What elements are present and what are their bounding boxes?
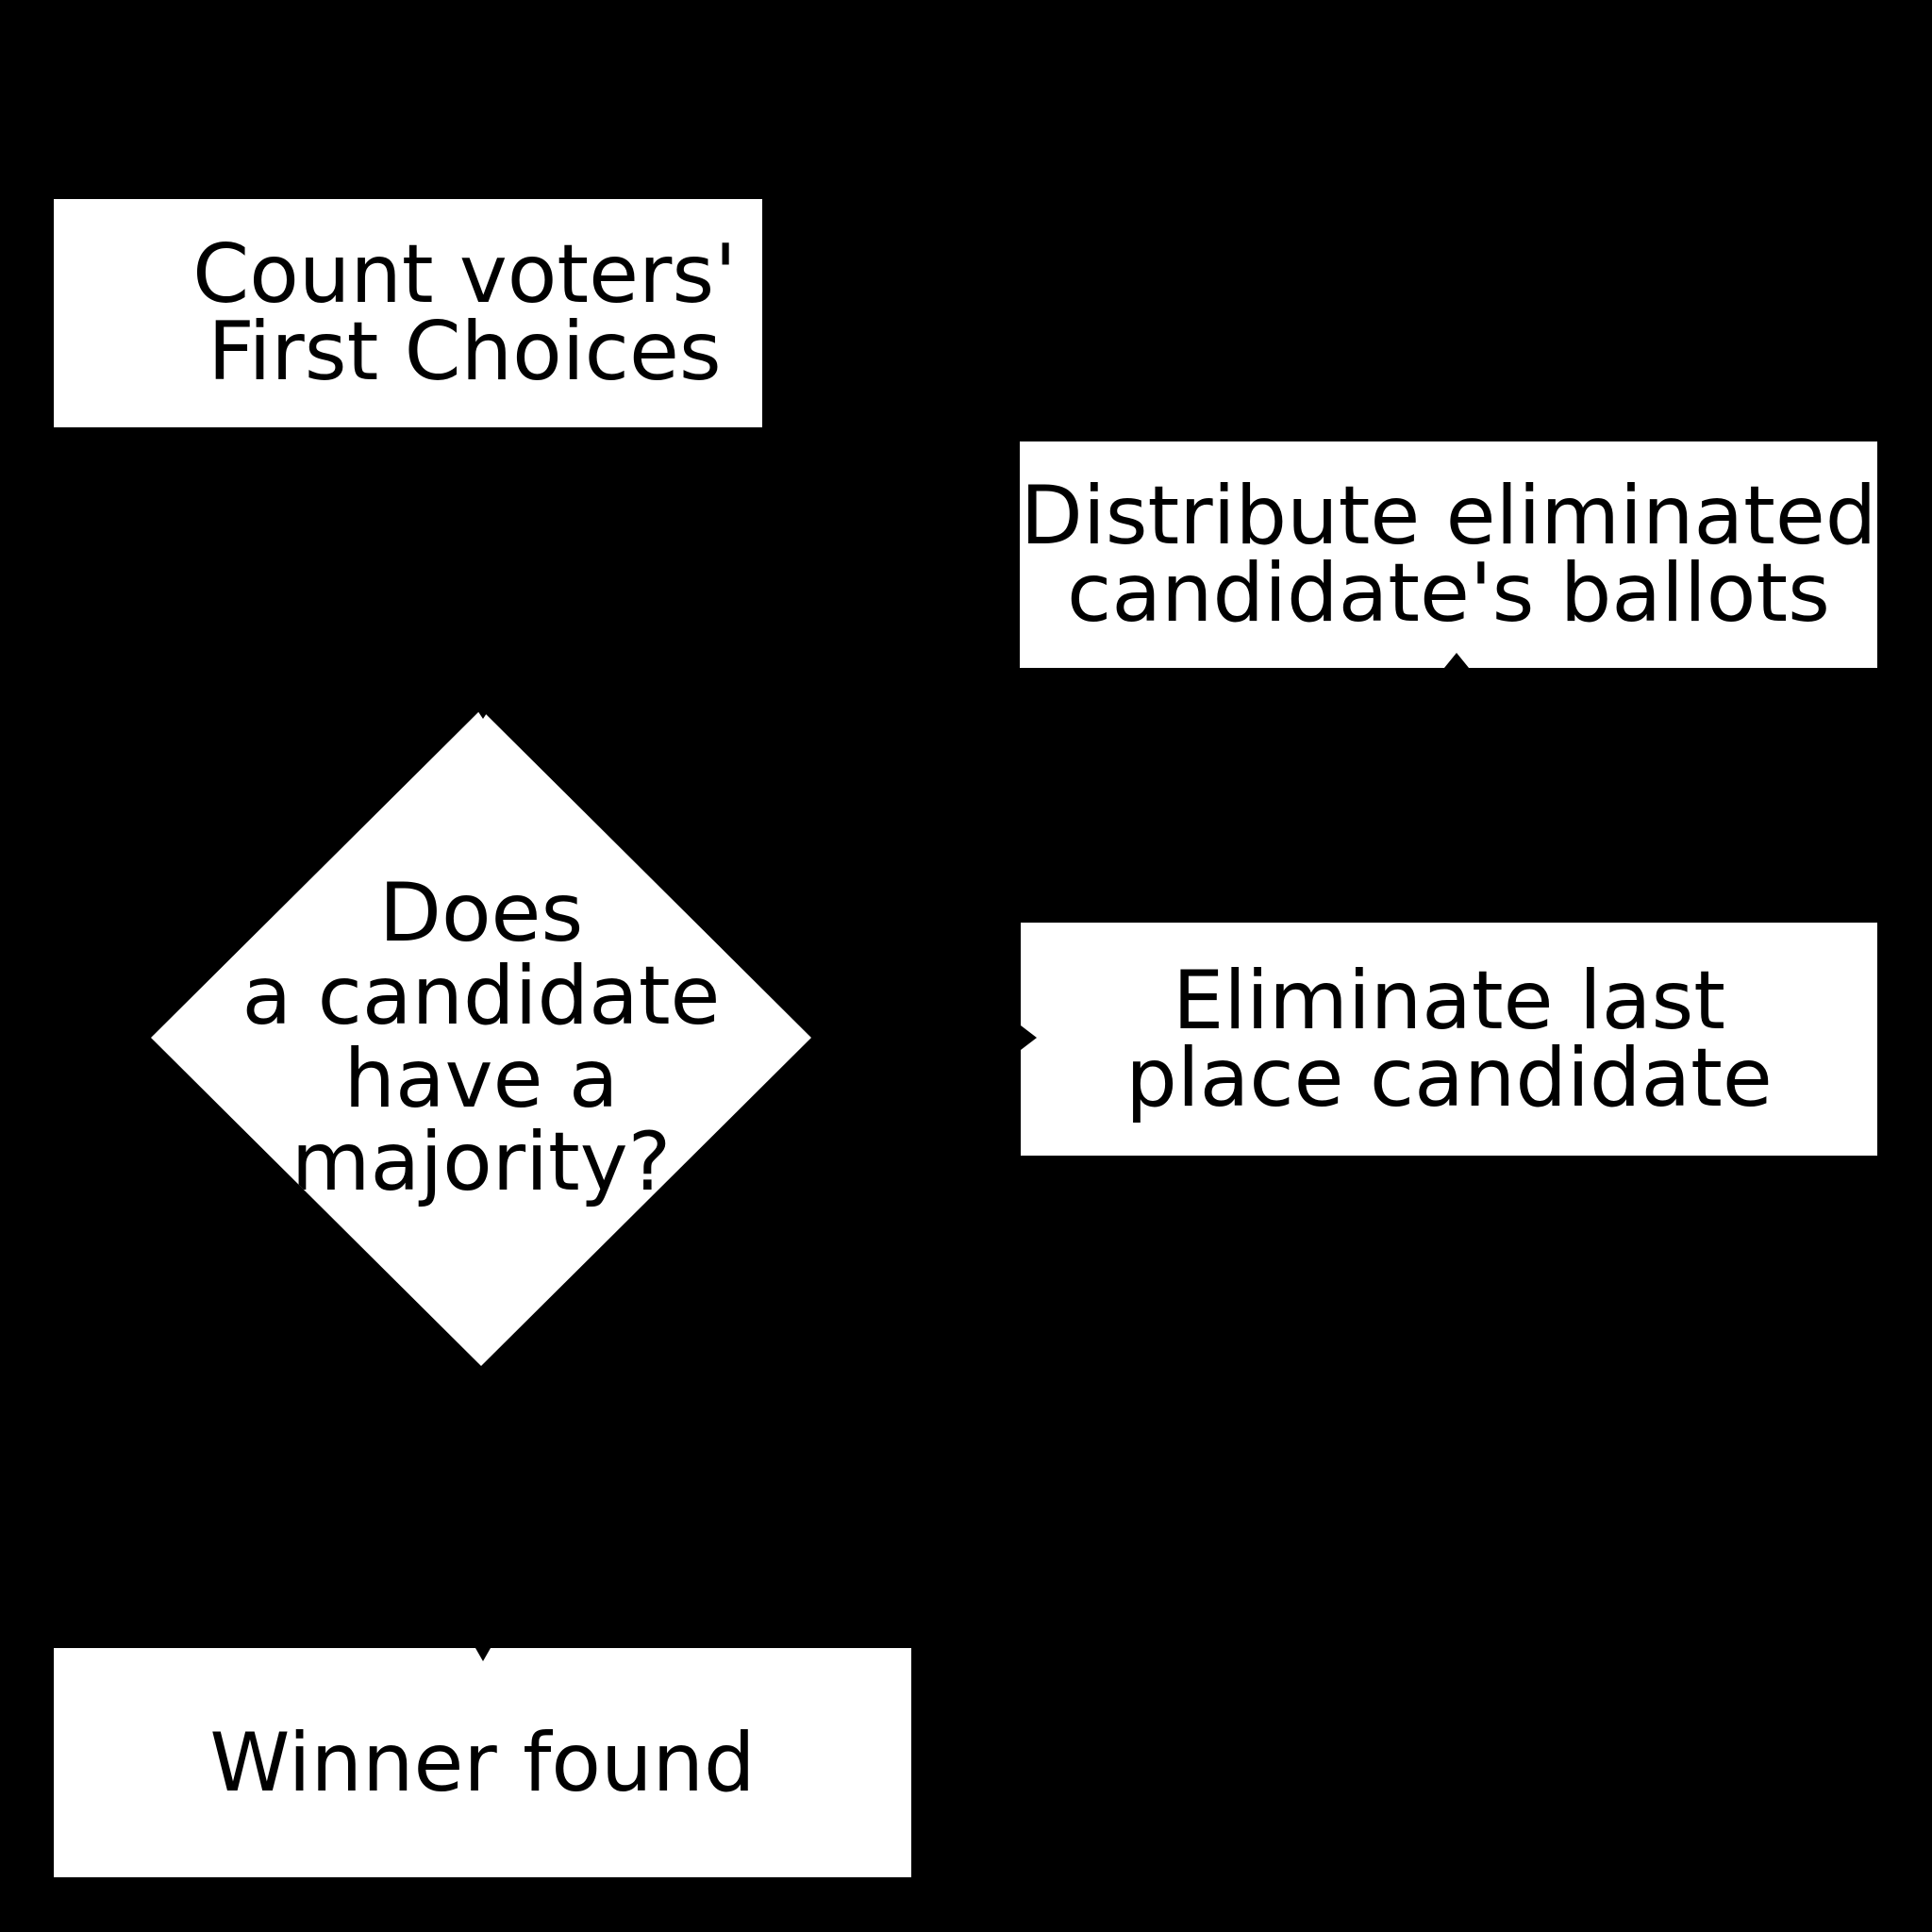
node-winner-found: Winner found [54, 1648, 911, 1877]
node-count-first-choices: Count voters' First Choices [54, 199, 762, 427]
edge-eliminate-to-distribute [1456, 668, 1459, 923]
node-winner-label: Winner found [209, 1715, 756, 1810]
node-majority-label-line3: have a [343, 1032, 619, 1126]
node-eliminate-label-line2: place candidate [1125, 1030, 1773, 1125]
node-majority-decision-diamond: Does a candidate have a majority? [151, 709, 811, 1366]
node-majority-label-line1: Does [378, 866, 584, 960]
node-eliminate-last-place: Eliminate last place candidate [1021, 923, 1877, 1156]
node-eliminate-label-line1: Eliminate last [1172, 953, 1726, 1048]
node-majority-label-line2: a candidate [242, 949, 721, 1043]
node-count-label: Count voters' First Choices [192, 227, 737, 399]
edge-distribute-to-majority-horizontal [479, 553, 1020, 557]
edge-majority-to-winner [479, 1366, 483, 1648]
edge-distribute-to-majority-vertical [479, 553, 483, 709]
node-distribute-label-line2: candidate's ballots [1067, 546, 1830, 641]
node-winner-label-line1: Winner found [209, 1715, 756, 1810]
node-majority-label: Does a candidate have a majority? [242, 872, 721, 1204]
node-distribute-label: Distribute eliminated candidate's ballot… [1020, 469, 1877, 641]
node-distribute-label-line1: Distribute eliminated [1020, 469, 1877, 563]
node-count-label-line2: First Choices [208, 305, 722, 399]
node-count-label-line1: Count voters' [192, 227, 737, 322]
node-distribute-ballots: Distribute eliminated candidate's ballot… [1020, 441, 1877, 668]
edge-majority-to-eliminate [811, 1036, 1021, 1040]
node-majority-label-line4: majority? [291, 1115, 672, 1209]
node-eliminate-label: Eliminate last place candidate [1125, 953, 1773, 1125]
